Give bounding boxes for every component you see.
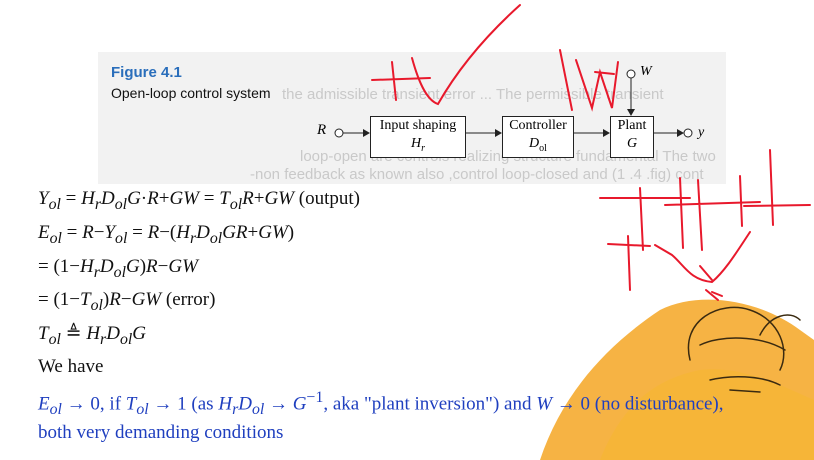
equation-output: Yol = HrDolG·R+GW = TolR+GW (output) bbox=[38, 188, 360, 213]
block-symbol: Hr bbox=[410, 136, 426, 154]
controller-block: Controller Dol bbox=[502, 116, 574, 158]
we-have-text: We have bbox=[38, 356, 104, 377]
faint-text: -non feedback as known also ,control loo… bbox=[250, 166, 704, 183]
figure-title: Figure 4.1 bbox=[111, 64, 182, 81]
conclusion-line-1: Eol → 0, if Tol → 1 (as HrDol → G−1, aka… bbox=[38, 389, 724, 419]
equation-error-tol: = (1−Tol)R−GW (error) bbox=[38, 289, 216, 314]
block-label: Input shaping bbox=[379, 118, 457, 133]
figure-subtitle: Open-loop control system bbox=[111, 85, 271, 101]
block-label: Controller bbox=[509, 118, 567, 133]
plant-block: Plant G bbox=[610, 116, 654, 158]
input-signal-label: R bbox=[317, 122, 327, 138]
block-symbol: Dol bbox=[529, 136, 547, 154]
equation-tol-definition: Tol ≜ HrDolG bbox=[38, 323, 146, 348]
output-label: y bbox=[698, 125, 705, 140]
conclusion-line-2: both very demanding conditions bbox=[38, 422, 284, 443]
equation-error: Eol = R−Yol = R−(HrDolGR+GW) bbox=[38, 222, 295, 247]
block-symbol: G bbox=[626, 136, 638, 151]
disturbance-label: W bbox=[640, 64, 652, 79]
input-shaping-block: Input shaping Hr bbox=[370, 116, 466, 158]
equation-error-expanded: = (1−HrDolG)R−GW bbox=[38, 256, 198, 281]
block-label: Plant bbox=[617, 118, 647, 133]
